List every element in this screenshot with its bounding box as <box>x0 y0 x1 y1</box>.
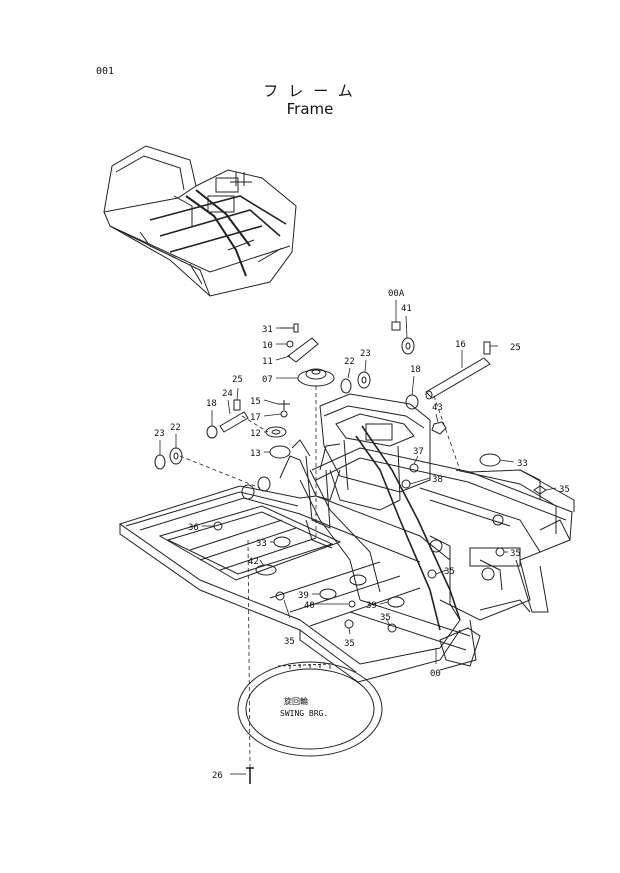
callout-40: 40 <box>304 601 315 611</box>
callout-31: 31 <box>262 325 273 335</box>
callout-13: 13 <box>250 449 261 459</box>
callout-10: 10 <box>262 341 273 351</box>
swing-bearing-label-jp: 旋回輪 <box>284 696 308 706</box>
callout-35-right-top: 35 <box>559 485 570 495</box>
callout-33-right: 33 <box>517 459 528 469</box>
callout-17: 17 <box>250 413 261 423</box>
swing-bearing <box>237 661 383 757</box>
callout-26: 26 <box>212 771 223 781</box>
callout-42: 42 <box>248 557 259 567</box>
callout-35-lower-right: 35 <box>380 613 391 623</box>
exploded-parts <box>154 321 547 784</box>
callout-22-upper: 22 <box>344 357 355 367</box>
callout-00a: 00A <box>388 289 405 299</box>
callout-39-right: 39 <box>366 601 377 611</box>
callout-39-left: 39 <box>298 591 309 601</box>
callout-25-right: 25 <box>510 343 521 353</box>
swing-bearing-label-en: SWING BRG. <box>280 709 328 718</box>
leader-lines <box>159 300 557 775</box>
callout-18-left: 18 <box>206 399 217 409</box>
callout-24: 24 <box>222 389 233 399</box>
callout-33-left: 33 <box>256 539 267 549</box>
callout-12: 12 <box>250 429 261 439</box>
diagram-title-jp: フレーム <box>263 82 363 100</box>
callout-16: 16 <box>455 340 466 350</box>
callout-35-center: 35 <box>444 567 455 577</box>
callout-11: 11 <box>262 357 273 367</box>
callout-23-upper: 23 <box>360 349 371 359</box>
callout-23-left: 23 <box>154 429 165 439</box>
callout-43: 43 <box>432 403 443 413</box>
callout-25-left: 25 <box>232 375 243 385</box>
callout-22-left: 22 <box>170 423 181 433</box>
callout-07: 07 <box>262 375 273 385</box>
excavator-thumbnail <box>103 145 297 297</box>
callout-37: 37 <box>413 447 424 457</box>
callout-38: 38 <box>432 475 443 485</box>
callout-00: 00 <box>430 669 441 679</box>
callout-36: 36 <box>188 523 199 533</box>
callout-35-right: 35 <box>510 549 521 559</box>
callout-35-lower: 35 <box>344 639 355 649</box>
swing-bearing-label: 旋回輪 SWING BRG. <box>280 696 328 718</box>
diagram-title-en: Frame <box>286 100 334 118</box>
callout-35-left: 35 <box>284 637 295 647</box>
callout-labels: 00A 41 31 10 11 07 22 23 16 25 18 43 25 … <box>154 289 570 781</box>
page-number: 001 <box>96 66 115 77</box>
callout-15: 15 <box>250 397 261 407</box>
callout-18-right: 18 <box>410 365 421 375</box>
callout-41: 41 <box>401 304 412 314</box>
